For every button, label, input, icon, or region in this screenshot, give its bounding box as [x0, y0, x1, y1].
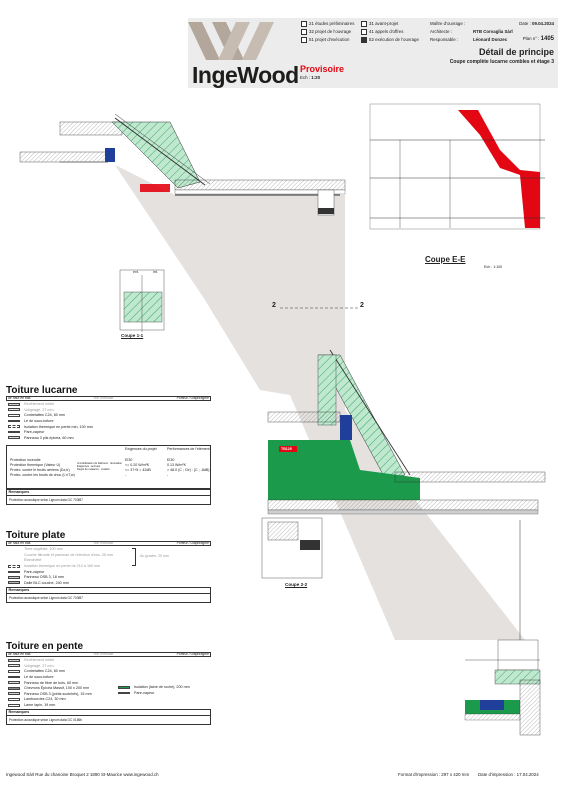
logo-mark-icon [188, 22, 274, 60]
layer-row: Isolation (laine de roche), 200 mm [118, 685, 190, 691]
checkbox [361, 21, 367, 27]
red-tag: TB125 [281, 447, 292, 451]
layer-row: Isolation thermique en pente min. 100 mm [8, 424, 211, 430]
layer-row: Voligeage, 27 mm [8, 407, 211, 413]
layer-row: Lame lapin, 19 mm [8, 702, 211, 708]
architect-value: RTB Corvaglia Sàrl [473, 29, 513, 34]
layer-row: Lé de sous-toiture [8, 674, 211, 680]
page-title: Détail de principe [478, 47, 554, 57]
plan-number: Plan n° : 1405 [522, 36, 554, 42]
layer-row: Terre végétale, 100 mm [24, 547, 63, 552]
ext-label: ext. [133, 270, 139, 274]
section-toiture-pente: Toiture en pente de haut en bas non mand… [6, 641, 211, 725]
section-title: Toiture plate [6, 530, 66, 541]
layer-row: Panneau de fibre de bois, 60 mm [8, 680, 211, 686]
layer-row: Dalle BLC couché, 240 mm [8, 580, 211, 586]
layer-row: Lambourdes C24, 30 mm [8, 697, 211, 703]
remarks-box: Remarques Protection acoustique selon Li… [6, 708, 211, 725]
layer-row: Panneau OSB 3, 18 mm [8, 574, 211, 580]
phase-checklist: 21 études préliminaires 31 avant-projet … [301, 21, 421, 43]
scale: Ech : 1:20 [300, 75, 321, 80]
layer-row: Pare-vapeur [8, 429, 211, 435]
legend-extra: Isolation (laine de roche), 200 mm Pare-… [118, 685, 190, 696]
bracket-note: Au gravier, 20 mm [140, 553, 170, 558]
layer-row: Isolation thermique en pente de 210 à 16… [8, 563, 211, 569]
layer-row: Lé de sous-toiture [8, 418, 211, 424]
eave-detail-drawing [464, 659, 541, 736]
checkbox [301, 21, 307, 27]
checkbox-checked [361, 37, 367, 43]
coupe-ee-scale: Ech : 1:100 [484, 265, 503, 269]
section-title: Toiture lucarne [6, 385, 78, 396]
phase-item[interactable]: 51 projet d'exécution [301, 37, 361, 43]
checkbox [361, 29, 367, 35]
bracket [132, 547, 136, 566]
coupe-22-title: Coupe 2-2 [285, 582, 308, 587]
section-toiture-plate: Toiture plate de haut en bas non mandaté… [6, 530, 211, 603]
layer-list: Revêtement métal Voligeage, 27 mm Contre… [6, 657, 211, 708]
section-mark-right: 2 [360, 302, 364, 309]
phase-item[interactable]: 52 exécution de l'ouvrage [361, 37, 421, 43]
checkbox [301, 29, 307, 35]
responsible-label: Responsable : [430, 37, 459, 42]
layer-row: Voligeage, 27 mm [8, 663, 211, 669]
layer-row: Pare-vapeur [118, 690, 190, 696]
section-header-row: de haut en bas non mandaté Porteur / Dia… [6, 652, 211, 657]
section-header-row: de haut en bas non mandaté Porteur / Dia… [6, 541, 211, 546]
responsible-value: Léonard Donzec [473, 37, 508, 42]
layer-list: Terre végétale, 100 mm Couche filtrante … [6, 546, 211, 586]
int-label: int. [153, 270, 158, 274]
layer-row: Contrelattes C24, 60 mm [8, 669, 211, 675]
remarks-box: Remarques Protection acoustique selon Li… [6, 586, 211, 603]
logo-text: IngeWood [192, 62, 299, 88]
layer-row: Revêtement métal [8, 658, 211, 664]
layer-row: Panneau OSB 3 (joints scotchés), 15 mm [8, 691, 211, 697]
footer-format: Format d'impression : 297 x 420 mm [398, 772, 470, 777]
performance-table: Exigences du projet Performances de l'él… [6, 444, 211, 489]
section-drawing [19, 103, 546, 671]
section-mark-left: 2 [272, 302, 276, 309]
checkbox [301, 37, 307, 43]
phase-item[interactable]: 41 appels d'offres [361, 29, 421, 35]
footer-address: Ingewood Sàrl Rue du chanoine Broquet 2 … [6, 772, 159, 777]
phase-item[interactable]: 31 avant-projet [361, 21, 421, 27]
footer-print-date: Date d'impression : 17.04.2024 [478, 772, 539, 777]
date: Date : 09.04.2024 [519, 21, 554, 26]
phase-item[interactable]: 21 études préliminaires [301, 21, 361, 27]
layer-row: Panneau 3 plis épicéa, 60 mm [8, 435, 211, 441]
layer-row: Étanchéité [24, 558, 42, 563]
layer-list: Revêtement métal Voligeage, 27 mm Contre… [6, 401, 211, 441]
layer-row: Contrelattes C24, 60 mm [8, 413, 211, 419]
layer-row: Pare-vapeur [8, 569, 211, 575]
title-block: IngeWood 21 études préliminaires 31 avan… [188, 18, 558, 88]
coupe-ee-title: Coupe E-E [425, 255, 466, 264]
architect-label: Architecte : [430, 29, 452, 34]
section-header-row: de haut en bas non mandaté Porteur / Dia… [6, 396, 211, 401]
layer-row: Couche filtrante et panneau de rétention… [24, 552, 114, 557]
layer-row: Revêtement métal [8, 402, 211, 408]
phase-item[interactable]: 32 projet de l'ouvrage [301, 29, 361, 35]
section-title: Toiture en pente [6, 641, 84, 652]
remarks-box: Remarques Protection acoustique selon Li… [6, 488, 211, 505]
page-subtitle: Coupe complète lucarne combles et étage … [449, 59, 554, 65]
layer-row: Chevrons Épicéa Massif, 100 x 200 mm [8, 685, 211, 691]
status-label: Provisoire [300, 64, 345, 74]
coupe-11-title: Coupe 1-1 [121, 333, 144, 338]
section-toiture-lucarne: Toiture lucarne de haut en bas non manda… [6, 385, 211, 505]
owner-label: Maître d'ouvrage : [430, 21, 466, 26]
